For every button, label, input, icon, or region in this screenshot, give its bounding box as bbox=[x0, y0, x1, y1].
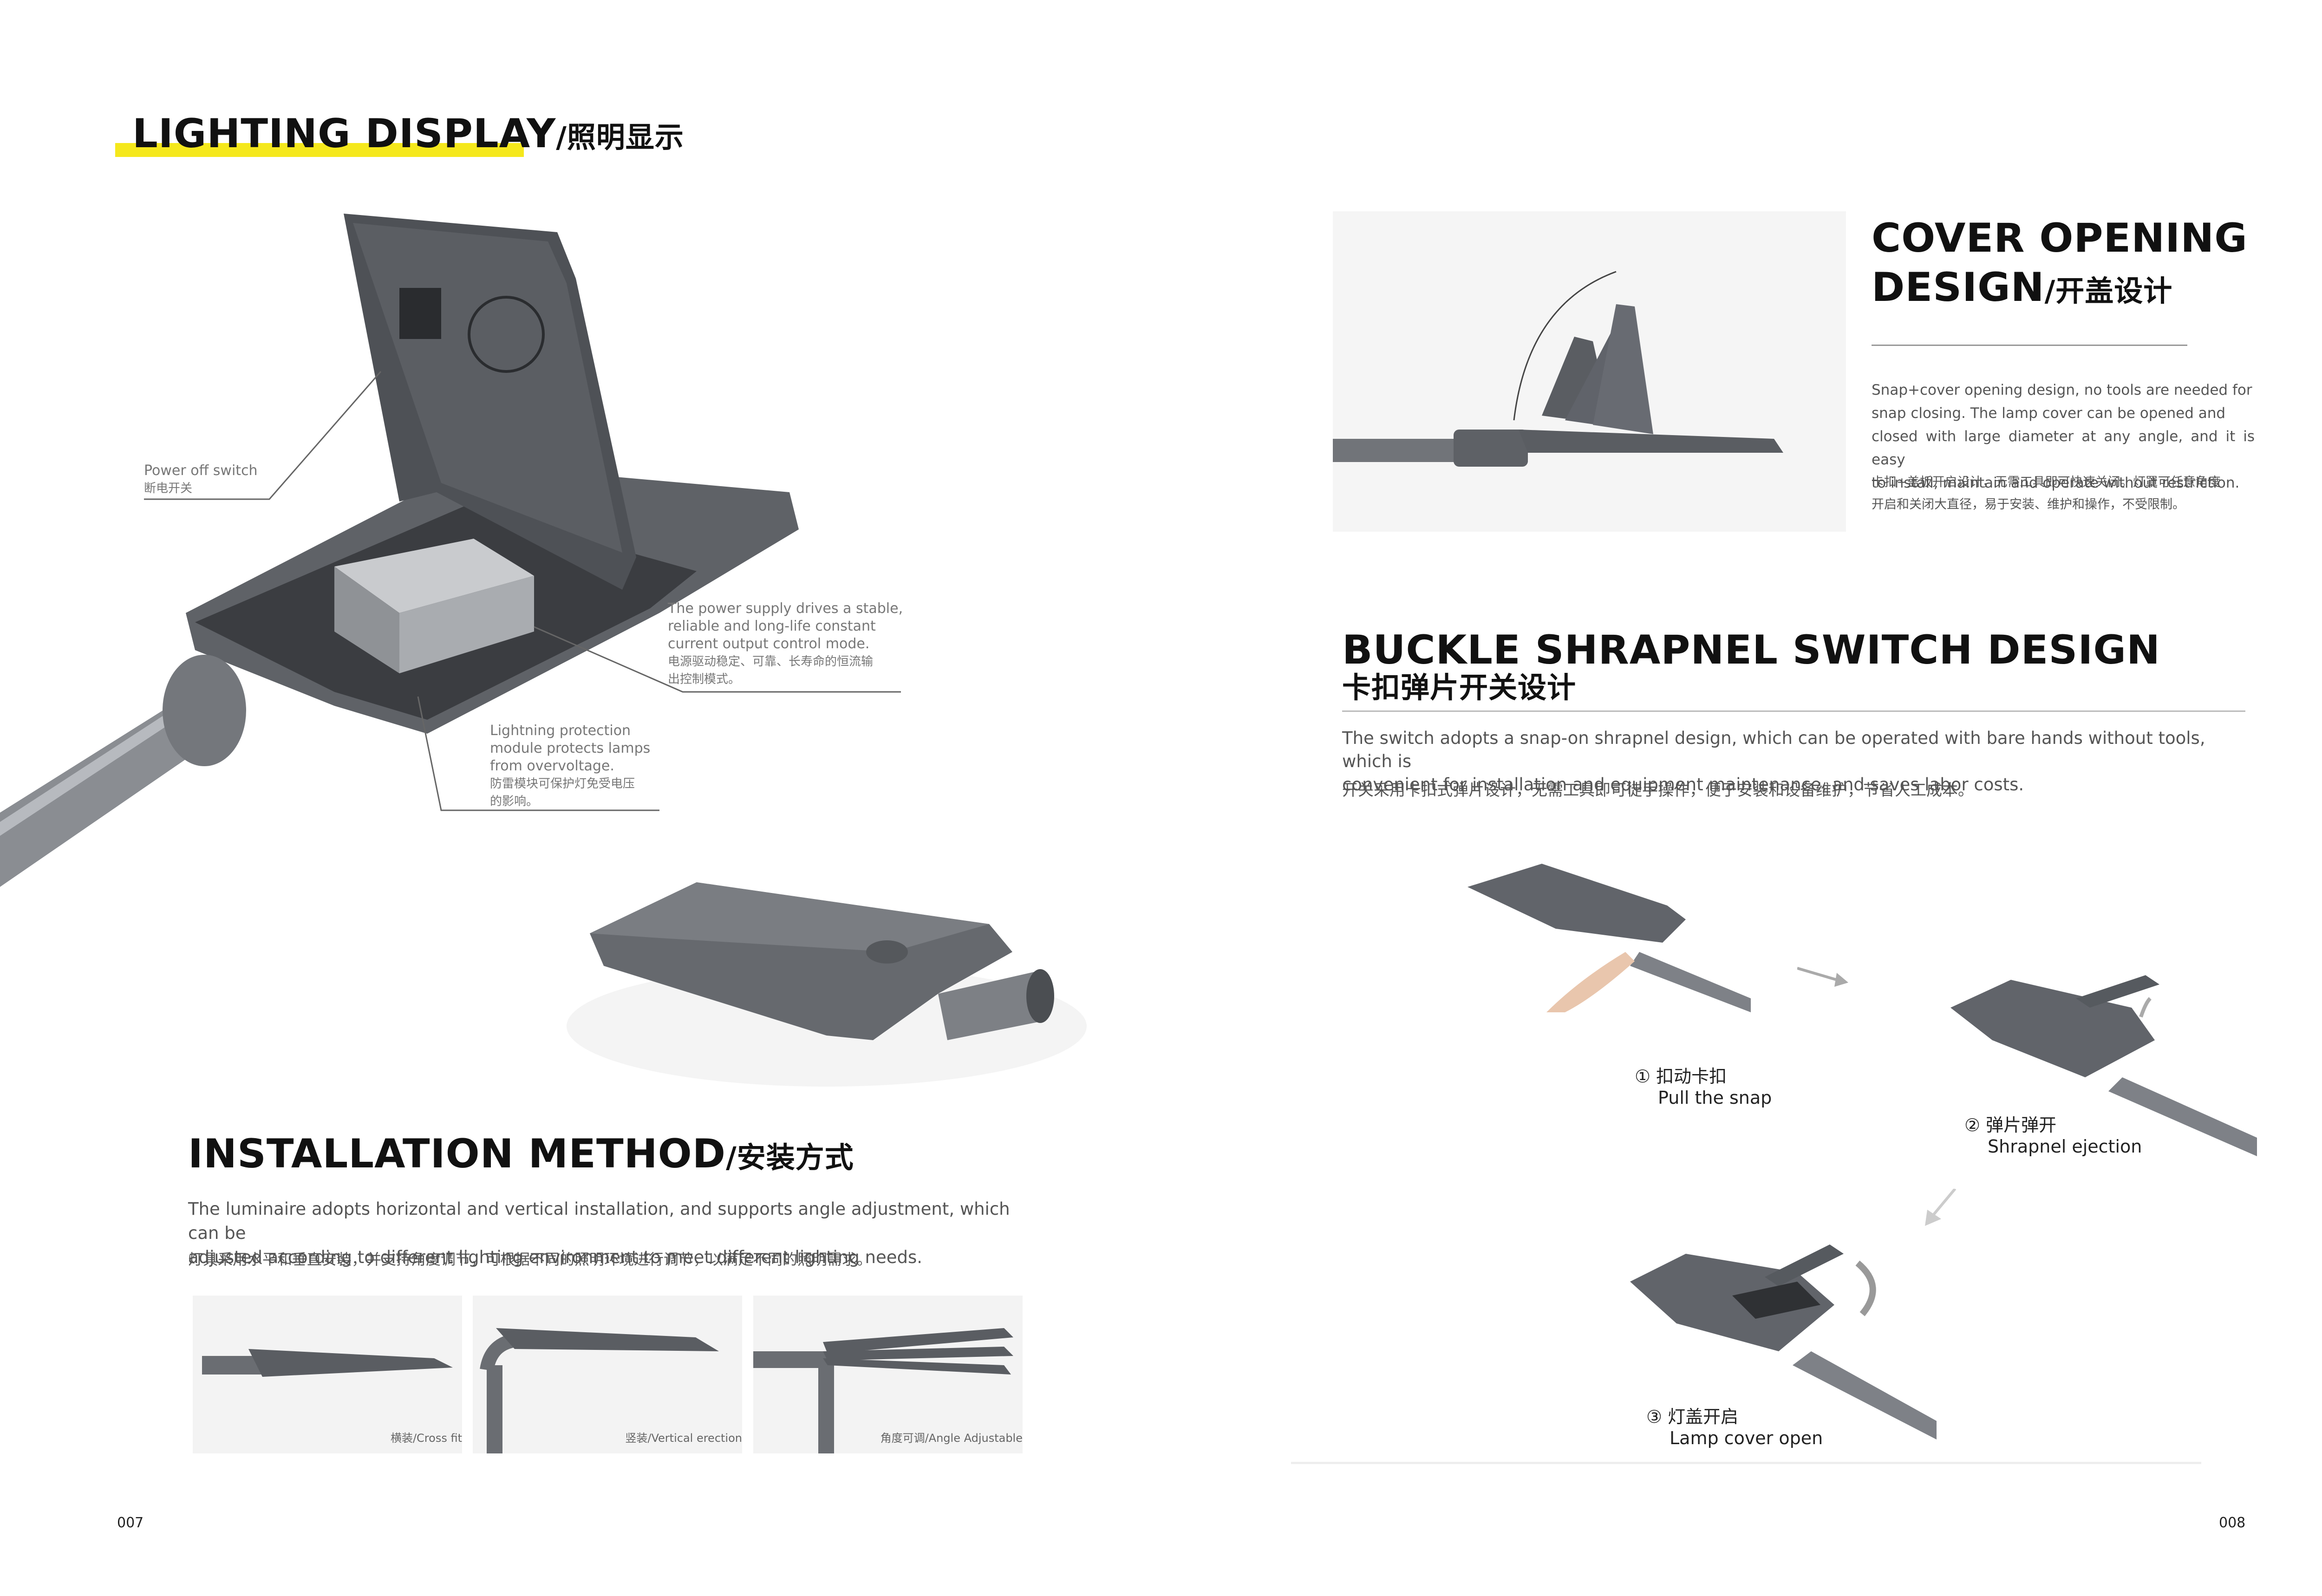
thumb-angle-label: 角度可调/Angle Adjustable bbox=[880, 1432, 1023, 1445]
thumb-vertical-image bbox=[480, 1328, 719, 1453]
callout-lightning: Lightning protection module protects lam… bbox=[490, 723, 651, 808]
open-lamp-illustration bbox=[0, 214, 799, 887]
buckle-divider bbox=[1342, 710, 2245, 712]
buckle-desc-cn: 开关采用卡扣式弹片设计，无需工具即可徒手操作，便于安装和设备维护，节省人工成本。 bbox=[1342, 781, 1974, 800]
bottom-rule bbox=[1291, 1462, 2201, 1464]
thumb-angle-adjustable: 角度可调/Angle Adjustable bbox=[753, 1296, 1023, 1453]
buckle-title-cn: 卡扣弹片开关设计 bbox=[1342, 671, 1577, 704]
cover-title: COVER OPENING DESIGN/开盖设计 bbox=[1872, 215, 2248, 311]
step-2-image bbox=[1950, 975, 2257, 1156]
installation-desc-cn: 灯具采用水平和垂直安装，并支持角度调节，可根据不同的照明环境进行调节，以满足不同… bbox=[188, 1251, 872, 1268]
closed-lamp-illustration bbox=[567, 882, 1087, 1087]
lighting-title: LIGHTING DISPLAY/照明显示 bbox=[132, 111, 684, 157]
step-1-image bbox=[1468, 864, 1751, 1012]
page-number-left: 007 bbox=[117, 1515, 144, 1531]
step-3-caption: ③ 灯盖开启 Lamp cover open bbox=[1646, 1407, 1823, 1448]
thumb-vertical-label: 竖装/Vertical erection bbox=[625, 1432, 742, 1445]
cover-opening-image bbox=[1333, 271, 1783, 467]
installation-desc-en: The luminaire adopts horizontal and vert… bbox=[188, 1199, 1010, 1267]
installation-title: INSTALLATION METHOD/安装方式 bbox=[188, 1131, 854, 1177]
callout-lines bbox=[144, 371, 901, 811]
thumb-cross-fit: 横装/Cross fit bbox=[193, 1296, 462, 1453]
buckle-desc-en: The switch adopts a snap-on shrapnel des… bbox=[1342, 728, 2205, 795]
buckle-title: BUCKLE SHRAPNEL SWITCH DESIGN bbox=[1342, 627, 2160, 673]
cover-desc-cn: 卡扣+盖板开启设计，无需工具即可快速关闭。灯罩可任意角度 开启和关闭大直径，易于… bbox=[1872, 475, 2221, 512]
lighting-title-highlight bbox=[115, 143, 524, 157]
step-2-caption: ② 弹片弹开 Shrapnel ejection bbox=[1964, 1115, 2142, 1157]
thumb-vertical-erection: 竖装/Vertical erection bbox=[473, 1296, 742, 1453]
thumb-angle-image bbox=[753, 1328, 1013, 1453]
cover-title-divider bbox=[1872, 345, 2187, 346]
thumb-cross-fit-label: 横装/Cross fit bbox=[390, 1432, 462, 1445]
cover-opening-photo bbox=[1333, 211, 1846, 532]
step-3-image bbox=[1630, 1244, 1937, 1440]
thumb-cross-fit-image bbox=[202, 1349, 453, 1377]
step-1-caption: ① 扣动卡扣 Pull the snap bbox=[1635, 1066, 1772, 1108]
callout-power-off: Power off switch 断电开关 bbox=[144, 463, 258, 495]
arrow-step-1-to-2 bbox=[1797, 967, 1848, 987]
cover-desc-en: Snap+cover opening design, no tools are … bbox=[1872, 382, 2255, 491]
page-number-right: 008 bbox=[2219, 1515, 2246, 1531]
arrow-step-2-to-3 bbox=[1925, 1189, 1957, 1226]
callout-power-supply: The power supply drives a stable, reliab… bbox=[668, 600, 903, 686]
